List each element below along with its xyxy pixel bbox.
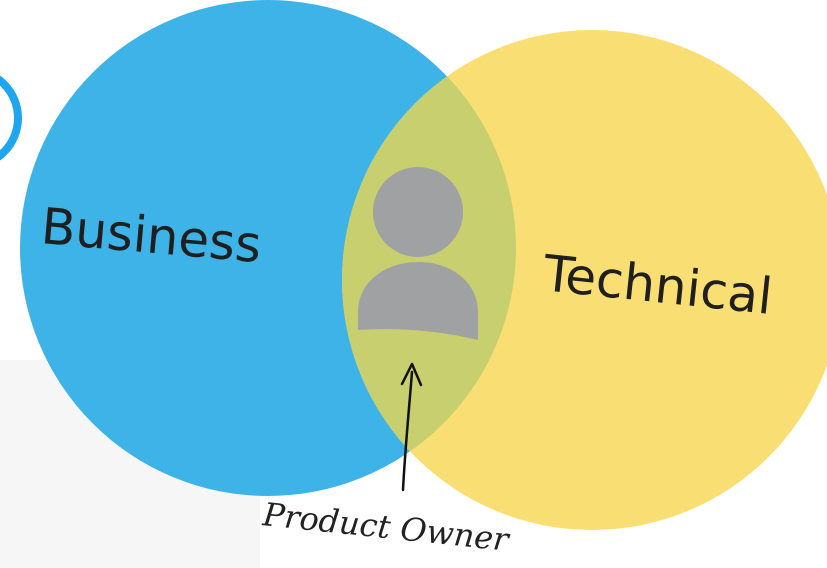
- person-icon-head: [373, 167, 463, 257]
- person-icon: [358, 167, 478, 340]
- arrow-up-icon: [400, 362, 423, 492]
- edge-ring: [0, 75, 22, 161]
- product-owner-label: Product Owner: [260, 495, 512, 559]
- person-icon-body: [358, 262, 478, 340]
